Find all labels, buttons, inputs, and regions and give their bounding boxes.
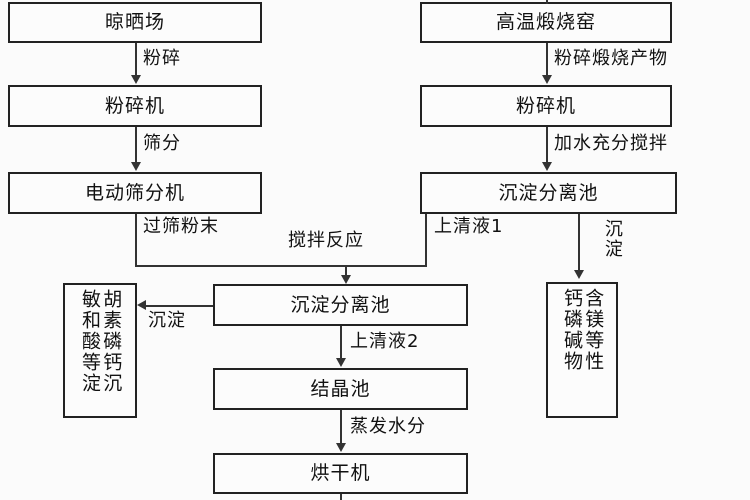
edge-label-e7: 搅拌反应: [288, 230, 364, 251]
node-label: 结晶池: [310, 377, 371, 400]
node-settling-tank-middle[interactable]: 沉淀分离池: [213, 284, 468, 326]
connector-e2-line: [135, 127, 137, 163]
connector-e5-hline: [135, 265, 345, 267]
node-crusher-left[interactable]: 粉碎机: [8, 85, 262, 127]
connector-e7-line: [345, 265, 347, 277]
node-label: 沉淀分离池: [498, 181, 599, 204]
edge-label-e10: 上清液2: [350, 331, 420, 352]
connector-e9-line: [146, 305, 213, 307]
node-calcining-kiln[interactable]: 高温煅烧窑: [420, 2, 672, 43]
node-label-column-2: 钙磷碱物: [561, 288, 583, 372]
connector-e8-arrowhead: [574, 270, 584, 279]
node-crusher-right[interactable]: 粉碎机: [420, 85, 672, 127]
connector-e7-arrowhead: [341, 275, 351, 284]
node-label: 粉碎机: [104, 94, 165, 117]
connector-e11-line: [340, 410, 342, 443]
edge-label-e5: 过筛粉末: [143, 216, 219, 237]
connector-e3-arrowhead: [542, 75, 552, 84]
node-label: 电动筛分机: [84, 181, 185, 204]
node-sun-drying-yard[interactable]: 晾晒场: [8, 2, 262, 43]
node-crystallization-pond[interactable]: 结晶池: [213, 368, 468, 410]
connector-e6-hline: [345, 265, 427, 267]
connector-e10-line: [340, 326, 342, 359]
connector-e4-line: [546, 127, 548, 163]
node-label: 烘干机: [310, 462, 371, 485]
edge-label-e2: 筛分: [143, 133, 181, 154]
node-label: 晾晒场: [104, 11, 165, 34]
edge-label-e1: 粉碎: [143, 48, 181, 69]
edge-label-e9: 沉淀: [148, 310, 186, 331]
connector-e3-line: [546, 43, 548, 76]
connector-e4-arrowhead: [542, 162, 552, 171]
connector-e6-vline: [425, 214, 427, 266]
connector-kiln-inlet-stub: [546, 0, 548, 4]
node-label-column-1: 胡素磷钙沉: [100, 289, 123, 394]
node-settling-tank-right[interactable]: 沉淀分离池: [420, 172, 677, 214]
connector-e11-arrowhead: [336, 443, 346, 452]
connector-e1-arrowhead: [131, 75, 141, 84]
edge-label-e6: 上清液1: [434, 216, 504, 237]
connector-dryer-outlet-stub: [340, 494, 342, 500]
node-label-column-2: 敏和酸等淀: [79, 289, 101, 394]
edge-label-e3: 粉碎煅烧产物: [554, 48, 668, 69]
node-label: 粉碎机: [515, 94, 576, 117]
connector-e2-arrowhead: [131, 162, 141, 171]
node-electric-sieve[interactable]: 电动筛分机: [8, 172, 262, 214]
connector-e9-arrowhead: [137, 300, 146, 310]
edge-label-e8: 沉淀: [601, 219, 623, 259]
connector-e1-line: [135, 43, 137, 76]
node-label-column-1: 含镁等性: [582, 288, 605, 372]
connector-e5-vline: [135, 214, 137, 266]
node-humin-calcium-phosphate[interactable]: 胡素磷钙沉 敏和酸等淀: [63, 283, 137, 418]
connector-e10-arrowhead: [336, 358, 346, 367]
edge-label-e11: 蒸发水分: [350, 416, 426, 437]
node-label: 高温煅烧窑: [495, 11, 596, 34]
edge-label-e4: 加水充分搅拌: [554, 133, 668, 154]
node-label: 沉淀分离池: [290, 293, 391, 316]
node-dryer[interactable]: 烘干机: [213, 453, 468, 494]
connector-e8-line: [578, 214, 580, 272]
node-alkaline-substance[interactable]: 含镁等性 钙磷碱物: [546, 282, 618, 418]
